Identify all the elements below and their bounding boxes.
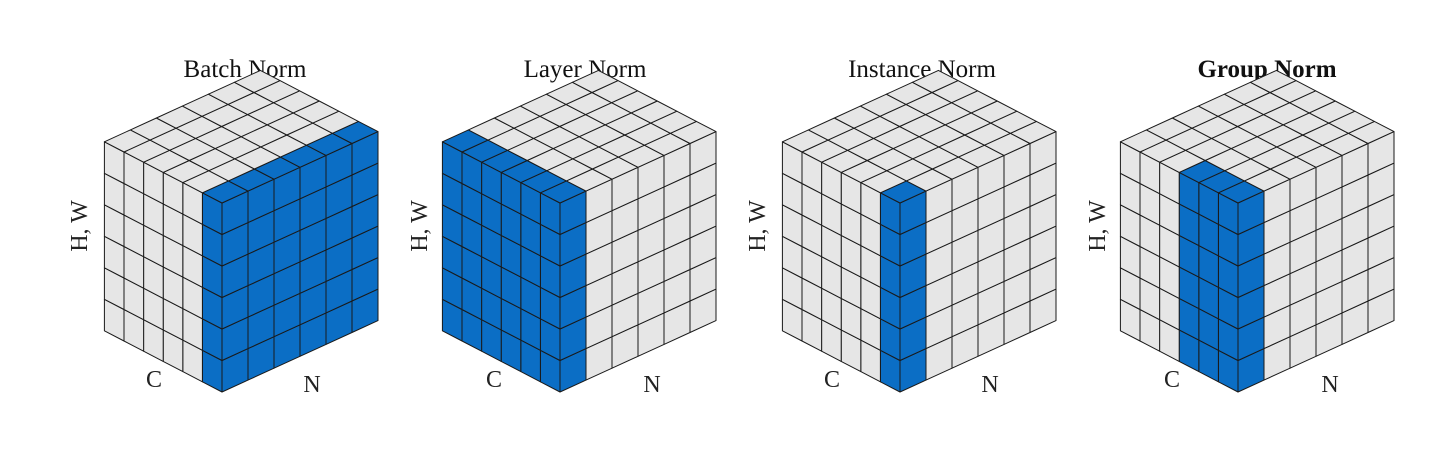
- n-axis-label: N: [981, 372, 998, 398]
- batch-norm-panel: Batch Norm H, W C N: [67, 56, 379, 398]
- c-axis-label: C: [146, 367, 162, 393]
- group-norm-panel: Group Norm H, W C N: [1085, 56, 1395, 398]
- n-axis-label: N: [643, 372, 660, 398]
- c-axis-label: C: [486, 367, 502, 393]
- n-axis-label: N: [1321, 372, 1338, 398]
- hw-axis-label: H, W: [67, 200, 93, 252]
- group-norm-cube: [1119, 69, 1395, 393]
- n-axis-label: N: [303, 372, 320, 398]
- hw-axis-label: H, W: [745, 200, 771, 252]
- c-axis-label: C: [1164, 367, 1180, 393]
- hw-axis-label: H, W: [1085, 200, 1111, 252]
- cube-cell: [1249, 69, 1297, 93]
- hw-axis-label: H, W: [407, 200, 433, 252]
- instance-norm-panel: Instance Norm H, W C N: [745, 56, 1057, 398]
- cube-cell: [233, 69, 281, 93]
- layer-norm-panel: Layer Norm H, W C N: [407, 56, 717, 398]
- instance-norm-cube: [781, 69, 1057, 393]
- layer-norm-cube: [441, 69, 717, 393]
- cube-cell: [571, 69, 619, 93]
- cube-cell: [911, 69, 959, 93]
- c-axis-label: C: [824, 367, 840, 393]
- batch-norm-cube: [103, 69, 379, 393]
